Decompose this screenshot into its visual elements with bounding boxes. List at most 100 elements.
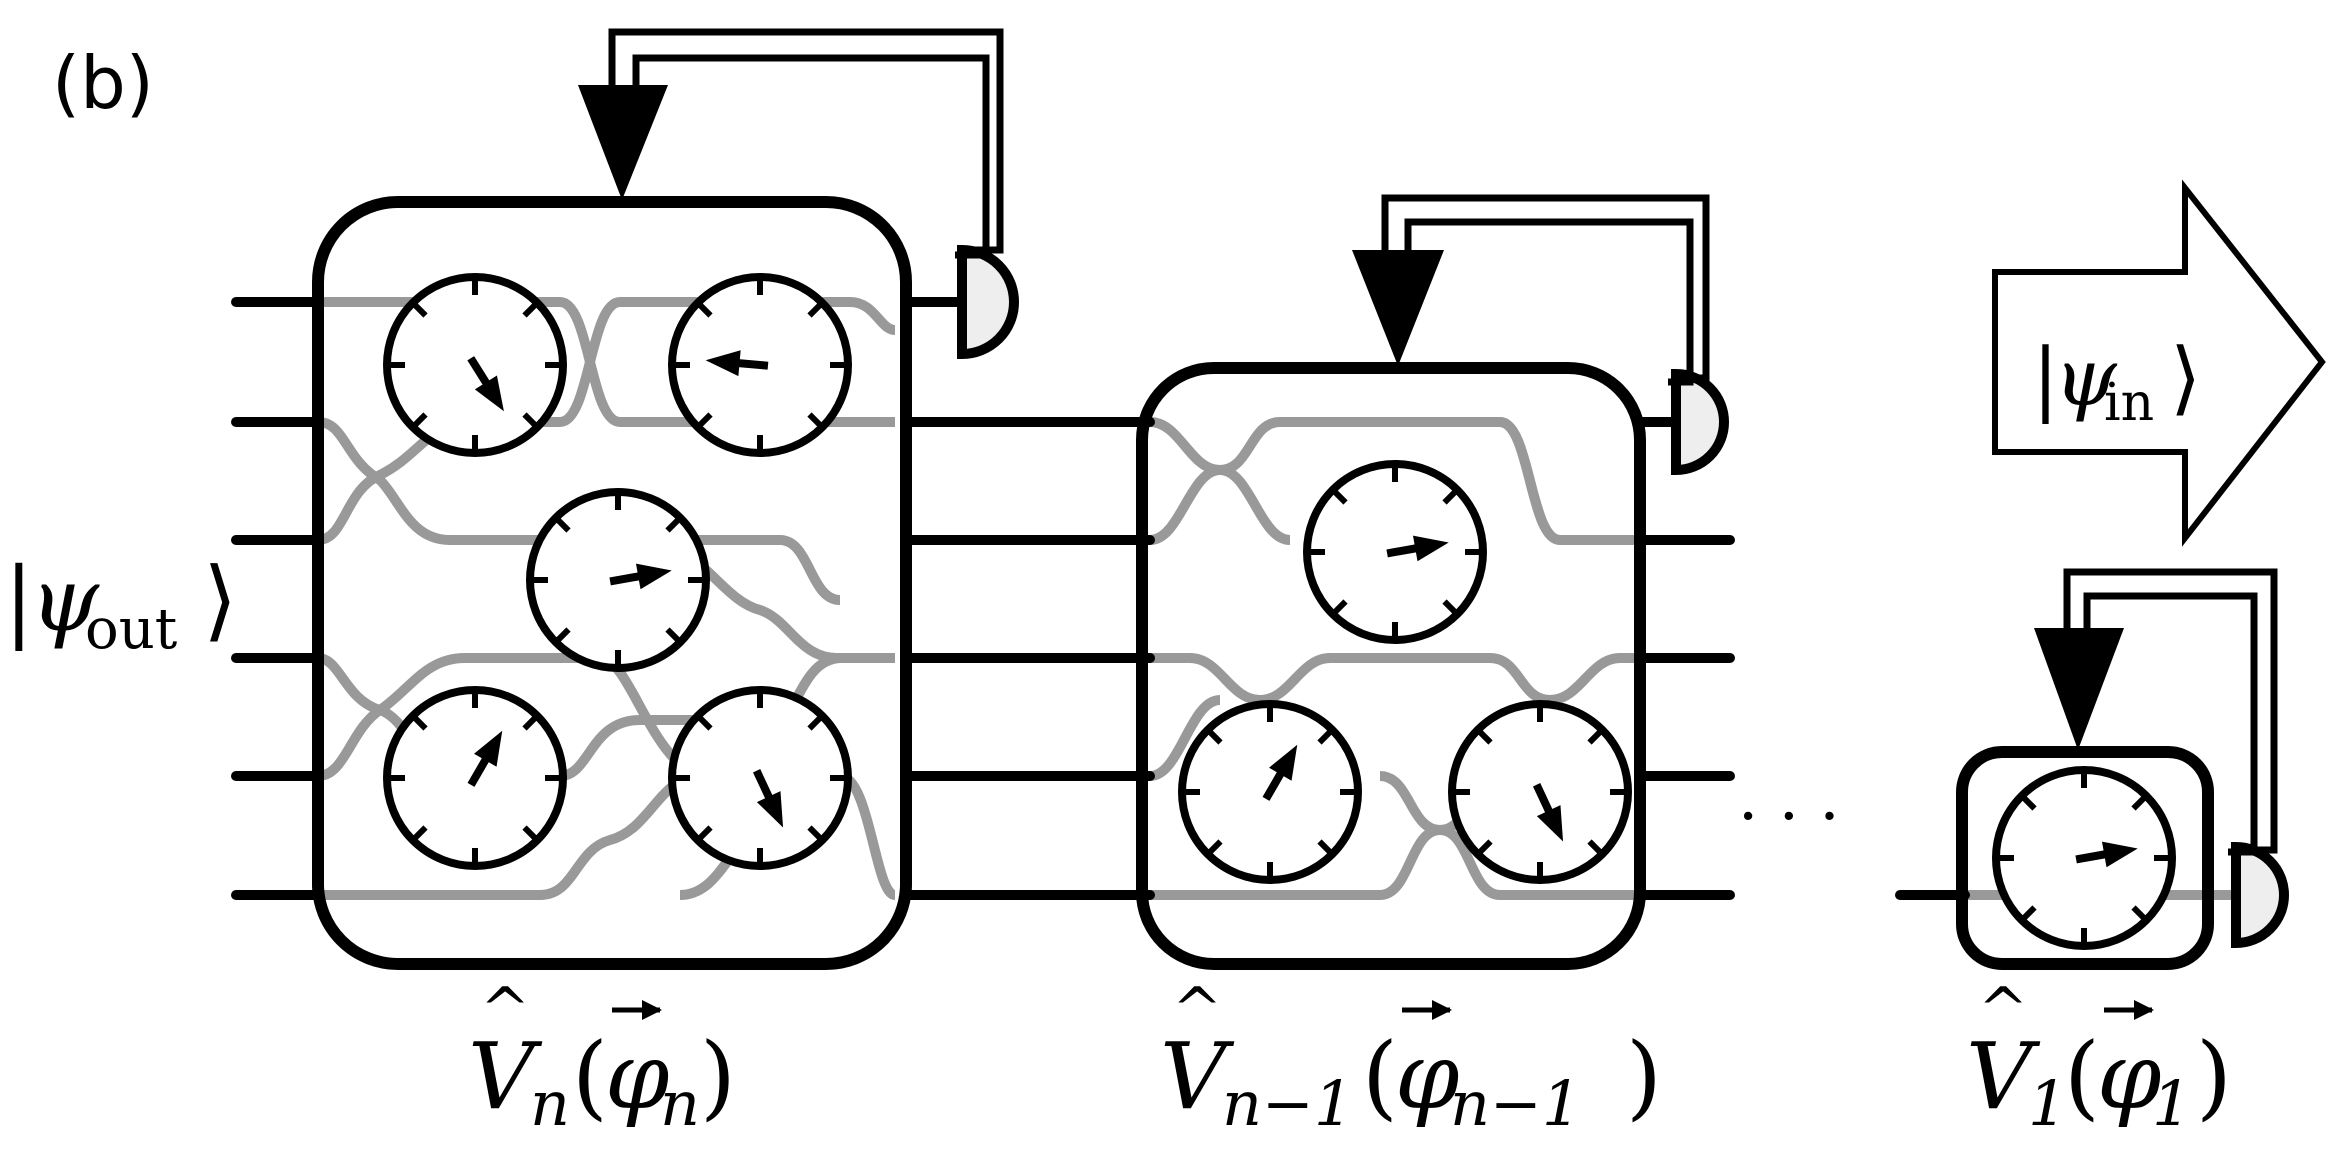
dial-tick bbox=[553, 515, 571, 533]
phase-shifter-dial bbox=[526, 488, 710, 672]
detector-icon bbox=[1671, 368, 1729, 476]
svg-text:n: n bbox=[530, 1067, 570, 1140]
dial-tick bbox=[1442, 487, 1460, 505]
svg-text:⟩: ⟩ bbox=[2170, 331, 2201, 424]
label-vn: V ^ n ( φ n ) bbox=[468, 975, 736, 1140]
dial-tick bbox=[1330, 599, 1348, 617]
arrow-down-icon bbox=[1352, 250, 1444, 366]
detector-icon bbox=[2231, 841, 2289, 949]
svg-text:ψ: ψ bbox=[2054, 331, 2118, 424]
svg-text:1: 1 bbox=[2028, 1067, 2067, 1140]
dial-tick bbox=[1330, 487, 1348, 505]
svg-text:(: ( bbox=[1362, 1023, 1398, 1130]
detector-icon bbox=[957, 244, 1019, 360]
waveguide-path bbox=[1150, 653, 1640, 706]
dial-tick bbox=[665, 627, 683, 645]
dial-tick bbox=[410, 713, 428, 731]
block-vn bbox=[312, 196, 912, 970]
dial-tick bbox=[807, 825, 825, 843]
svg-text:n−1: n−1 bbox=[1450, 1067, 1581, 1140]
svg-text:|: | bbox=[2032, 331, 2059, 424]
dial-tick bbox=[1475, 839, 1493, 857]
phase-shifter-dial bbox=[383, 273, 567, 457]
dial-tick bbox=[1442, 599, 1460, 617]
waveguide-path bbox=[318, 296, 895, 427]
svg-text:^: ^ bbox=[1172, 975, 1222, 1045]
label-vn-minus-1: V ^ n−1 ( φ n−1 ) bbox=[1160, 975, 1662, 1140]
phase-shifter-dial bbox=[1303, 460, 1487, 644]
phase-shifter-dial bbox=[1178, 700, 1362, 884]
unitary-blocks bbox=[312, 196, 2214, 970]
svg-text:V: V bbox=[1160, 1023, 1235, 1130]
dial-tick bbox=[695, 825, 713, 843]
arrow-down-icon bbox=[2034, 628, 2124, 750]
needle-arrow-icon bbox=[705, 350, 741, 377]
dial-tick bbox=[1317, 839, 1335, 857]
dial-tick bbox=[1587, 727, 1605, 745]
waveguide-path bbox=[317, 297, 896, 545]
needle-arrow-icon bbox=[474, 730, 503, 767]
feedback-line-v1 bbox=[2083, 592, 2258, 856]
svg-text:φ: φ bbox=[2097, 1023, 2162, 1130]
needle-arrow-icon bbox=[1412, 535, 1449, 562]
needle-arrow-icon bbox=[474, 375, 504, 412]
dial-tick bbox=[2019, 793, 2037, 811]
dial-tick bbox=[522, 412, 540, 430]
dial-tick bbox=[695, 300, 713, 318]
waveguide-path bbox=[317, 417, 841, 605]
svg-text:^: ^ bbox=[480, 975, 530, 1045]
dial-tick bbox=[1205, 839, 1223, 857]
output-state-label: | ψ out ⟩ bbox=[4, 548, 237, 662]
phase-shifter-dial bbox=[1992, 766, 2176, 950]
dial-tick bbox=[522, 825, 540, 843]
input-state-arrow: | ψ in ⟩ bbox=[1992, 179, 2326, 547]
mode-wires bbox=[231, 297, 1970, 900]
dial-tick bbox=[522, 300, 540, 318]
svg-text:out: out bbox=[85, 597, 178, 662]
ellipsis: · · · bbox=[1738, 780, 1840, 854]
needle-arrow-icon bbox=[635, 563, 672, 590]
svg-text:): ) bbox=[700, 1023, 736, 1130]
block-v1 bbox=[1956, 746, 2214, 970]
waveguide-path bbox=[1498, 417, 1562, 545]
dial-tick bbox=[1205, 727, 1223, 745]
dial-tick bbox=[807, 300, 825, 318]
waveguide-path bbox=[1379, 771, 1640, 900]
svg-text:V: V bbox=[468, 1023, 543, 1130]
label-v1: V ^ 1 ( φ 1 ) bbox=[1966, 975, 2232, 1140]
dial-tick bbox=[807, 713, 825, 731]
svg-text:V: V bbox=[1966, 1023, 2041, 1130]
feedback-line-vn-1 bbox=[1404, 218, 1694, 386]
dial-tick bbox=[522, 713, 540, 731]
dial-tick bbox=[2131, 905, 2149, 923]
waveguide-path bbox=[1149, 695, 1221, 781]
svg-text:(: ( bbox=[572, 1023, 608, 1130]
feedback-line-vn-1 bbox=[1381, 194, 1710, 382]
feedback-lines bbox=[578, 28, 2289, 949]
svg-text:φ: φ bbox=[605, 1023, 670, 1130]
waveguide-path bbox=[1149, 464, 1291, 545]
dial-tick bbox=[2019, 905, 2037, 923]
needle-arrow-icon bbox=[1269, 744, 1298, 781]
dial-tick bbox=[665, 515, 683, 533]
feedback-line-vn bbox=[632, 54, 990, 259]
dial-tick bbox=[410, 300, 428, 318]
dial-tick bbox=[807, 412, 825, 430]
dial-tick bbox=[2131, 793, 2149, 811]
needle-arrow-icon bbox=[1536, 805, 1564, 842]
panel-label: (b) bbox=[52, 41, 154, 125]
svg-text:^: ^ bbox=[1978, 975, 2028, 1045]
svg-text:(: ( bbox=[2064, 1023, 2100, 1130]
needle-arrow-icon bbox=[2101, 841, 2138, 868]
dial-tick bbox=[553, 627, 571, 645]
phase-shifter-dial bbox=[668, 273, 852, 457]
feedback-line-v1 bbox=[2063, 568, 2278, 854]
feedback-line-vn bbox=[608, 28, 1004, 254]
dial-tick bbox=[1475, 727, 1493, 745]
dial-tick bbox=[410, 412, 428, 430]
phase-shifters bbox=[383, 273, 2176, 950]
block-vn-minus-1 bbox=[1136, 362, 1646, 970]
svg-text:1: 1 bbox=[2152, 1067, 2191, 1140]
dial-tick bbox=[410, 825, 428, 843]
